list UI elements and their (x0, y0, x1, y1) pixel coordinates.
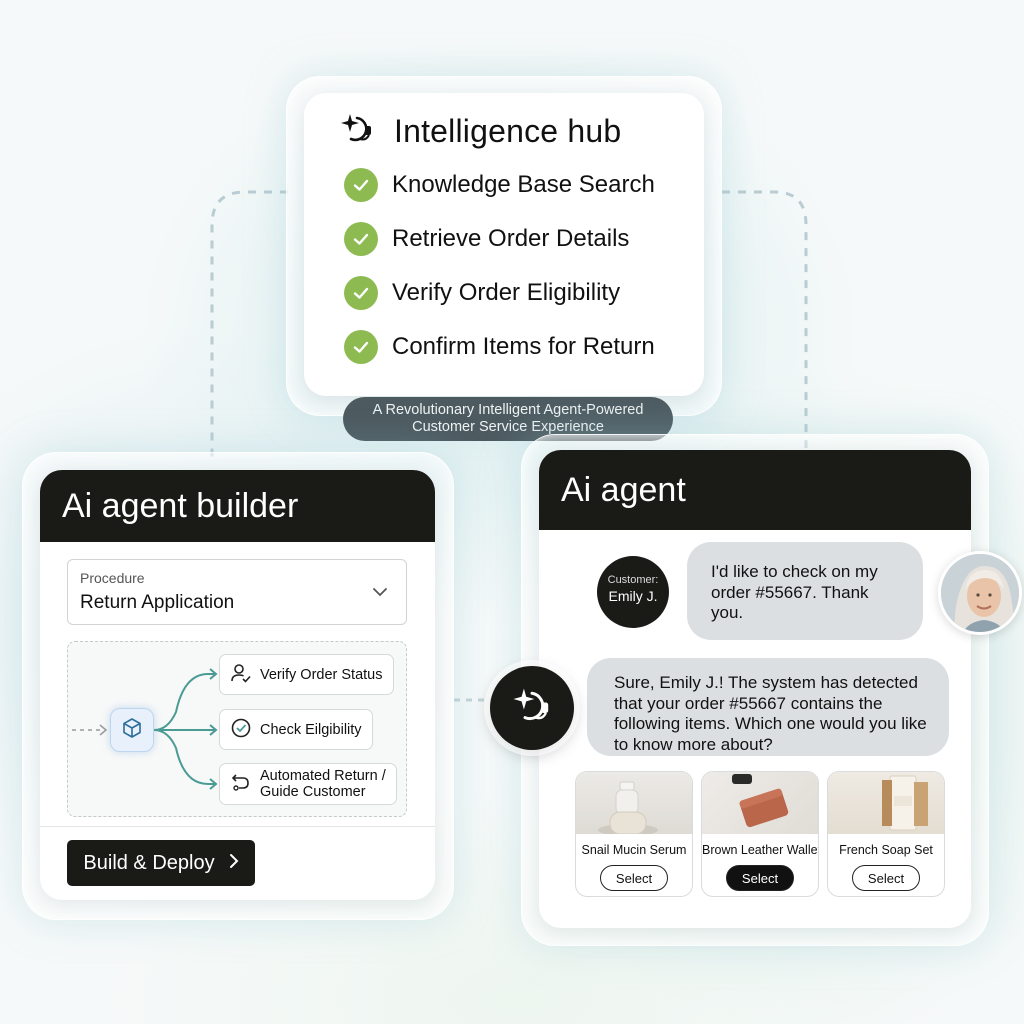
ai-agent-node (490, 666, 574, 750)
soap-set-image (828, 772, 944, 834)
deploy-label: Build & Deploy (83, 851, 215, 874)
check-circle-icon (230, 717, 252, 743)
return-arrow-icon (230, 771, 252, 797)
product-name: Snail Mucin Serum (581, 843, 687, 857)
hub-item-label: Retrieve Order Details (392, 225, 630, 252)
hub-item-label: Confirm Items for Return (392, 333, 655, 360)
step-label: Automated Return / Guide Customer (260, 768, 386, 800)
sparkle-headset-icon (510, 684, 554, 733)
intelligence-hub-card: Intelligence hub Knowledge Base Search R… (304, 93, 704, 396)
step-check-eligibility[interactable]: Check Eilgibility (219, 709, 373, 750)
customer-avatar (938, 551, 1022, 635)
ai-agent-card: Ai agent Customer: Emily J. I'd like to … (539, 450, 971, 928)
hub-item: Retrieve Order Details (338, 219, 704, 259)
select-button[interactable]: Select (600, 865, 668, 891)
procedure-flow: Verify Order Status Check Eilgibility Au… (67, 641, 407, 817)
customer-label: Customer: (607, 574, 659, 586)
procedure-value: Return Application (80, 592, 235, 613)
user-check-icon (230, 662, 252, 688)
tagline-line: A Revolutionary Intelligent Agent-Powere… (372, 402, 644, 418)
customer-message: I'd like to check on my order #55667. Th… (687, 542, 923, 640)
tagline-line: Customer Service Experience (412, 419, 604, 435)
build-deploy-button[interactable]: Build & Deploy (67, 840, 255, 886)
divider (40, 826, 435, 827)
agent-message: Sure, Emily J.! The system has detected … (587, 658, 949, 756)
check-icon (344, 222, 378, 256)
check-icon (344, 330, 378, 364)
product-card[interactable]: Brown Leather Wallet Select (701, 771, 819, 897)
wallet-image (702, 772, 818, 834)
step-label: Check Eilgibility (260, 721, 362, 738)
sparkle-headset-icon (338, 110, 376, 153)
hub-header: Intelligence hub (338, 111, 704, 151)
chevron-down-icon (372, 584, 388, 602)
customer-badge: Customer: Emily J. (597, 556, 669, 628)
step-automated-return[interactable]: Automated Return / Guide Customer (219, 763, 397, 805)
check-icon (344, 168, 378, 202)
hub-item: Confirm Items for Return (338, 327, 704, 367)
agent-title: Ai agent (539, 450, 971, 530)
hub-item-label: Verify Order Eligibility (392, 279, 621, 306)
hub-item: Knowledge Base Search (338, 165, 704, 205)
tagline-pill: A Revolutionary Intelligent Agent-Powere… (343, 397, 673, 441)
step-label-line: Automated Return / (260, 768, 386, 784)
flow-connectors (72, 668, 218, 790)
agent-builder-card: Ai agent builder Procedure Return Applic… (40, 470, 435, 900)
select-button[interactable]: Select (852, 865, 920, 891)
product-list: Snail Mucin Serum Select Brown Leather W… (575, 771, 945, 897)
select-button[interactable]: Select (726, 865, 794, 891)
builder-title: Ai agent builder (40, 470, 435, 542)
hub-title: Intelligence hub (394, 112, 622, 149)
hub-item: Verify Order Eligibility (338, 273, 704, 313)
step-label: Verify Order Status (260, 666, 383, 683)
cube-icon (121, 717, 143, 744)
procedure-select[interactable]: Procedure Return Application (67, 559, 407, 625)
product-card[interactable]: French Soap Set Select (827, 771, 945, 897)
step-label-line: Guide Customer (260, 784, 366, 800)
product-card[interactable]: Snail Mucin Serum Select (575, 771, 693, 897)
check-icon (344, 276, 378, 310)
product-name: French Soap Set (839, 843, 933, 857)
hub-item-label: Knowledge Base Search (392, 171, 655, 198)
serum-image (576, 772, 692, 834)
customer-name: Emily J. (608, 588, 658, 604)
chevron-right-icon (229, 852, 239, 875)
procedure-label: Procedure (80, 570, 145, 586)
cube-node[interactable] (110, 708, 154, 752)
step-verify-order-status[interactable]: Verify Order Status (219, 654, 394, 695)
product-name: Brown Leather Wallet (702, 843, 819, 857)
